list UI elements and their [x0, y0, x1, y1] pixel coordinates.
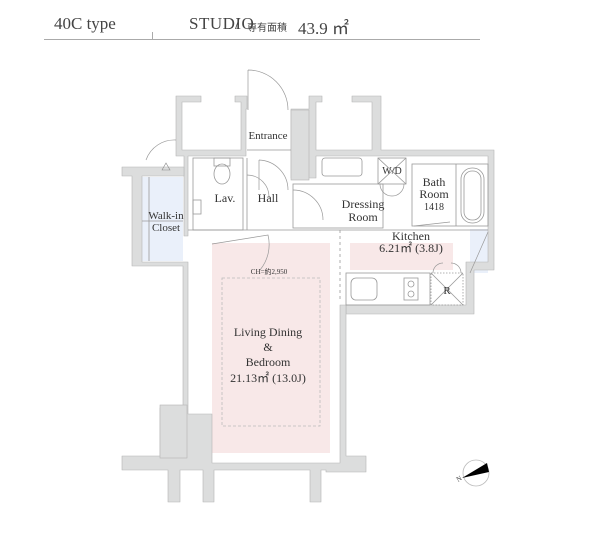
dressing-door — [292, 189, 324, 221]
living-label-3: Bedroom — [246, 355, 291, 369]
lav-door — [246, 174, 270, 199]
bathtub — [460, 167, 485, 224]
wd-door — [379, 183, 405, 197]
wd-box — [377, 157, 407, 185]
closet-side-diag — [469, 231, 489, 274]
entrance-label: Entrance — [248, 130, 287, 142]
dressing-label-2: Room — [348, 210, 378, 224]
dressing-room — [292, 183, 384, 229]
living-area-fill — [212, 243, 330, 453]
kitchen-area-fill — [350, 243, 453, 270]
stove — [403, 277, 419, 301]
layout-type: STUDIO — [189, 14, 255, 33]
header-divider — [152, 32, 153, 39]
hatch-marker-icon — [161, 162, 171, 171]
wall-top-right — [290, 95, 495, 315]
room-labels: Entrance Lav. Hall Walk-in Closet Dressi… — [148, 130, 451, 385]
fridge-x2 — [430, 272, 464, 306]
fridge-door — [432, 262, 462, 274]
doors — [145, 69, 489, 274]
wd-label: W/D — [382, 166, 401, 177]
living-door — [211, 234, 270, 271]
header-rule — [44, 39, 480, 40]
wall-entrance-column — [290, 109, 310, 181]
compass: N — [455, 459, 490, 487]
room-fills — [142, 177, 488, 453]
column-lower-left — [159, 404, 188, 459]
living-label-2: & — [263, 340, 273, 354]
bath-door — [413, 221, 451, 227]
hall-label: Hall — [258, 191, 279, 205]
bath-label-1: Bath — [423, 175, 446, 189]
fridge-label: R — [443, 285, 451, 297]
dressing-sink — [321, 157, 363, 177]
unit-type: 40C type — [54, 14, 116, 33]
bathtub-inner — [463, 170, 482, 221]
compass-north-label: N — [455, 474, 463, 483]
walls — [121, 95, 495, 503]
partitions — [142, 149, 489, 427]
compass-needle-icon — [462, 463, 489, 478]
living-label-1: Living Dining — [234, 325, 302, 339]
bath-label-2: Room — [419, 187, 449, 201]
kitchen-label-2: 6.21㎡ (3.8J) — [379, 241, 443, 255]
lav-sink — [192, 199, 202, 215]
burner-2 — [407, 290, 415, 298]
fridge-box — [430, 272, 464, 306]
wall-top-left — [175, 95, 248, 237]
kitchen-label-1: Kitchen — [392, 229, 430, 243]
ceiling-dash — [221, 277, 321, 427]
burner-1 — [407, 280, 415, 288]
closet-label-1: Walk-in — [148, 210, 184, 222]
closet-door — [145, 139, 177, 161]
wd-x2 — [377, 157, 407, 185]
entrance-door — [247, 69, 289, 111]
toilet-tank — [213, 157, 231, 167]
lav-label: Lav. — [215, 191, 236, 205]
living-label-4: 21.13㎡ (13.0J) — [230, 371, 306, 385]
bath-label-3: 1418 — [424, 202, 444, 213]
dressing-label-1: Dressing — [342, 197, 385, 211]
bath-room — [411, 163, 489, 227]
toilet-bowl — [213, 163, 231, 185]
kitchen-counter — [345, 272, 431, 306]
closet-label-2: Closet — [152, 222, 180, 234]
hall-door — [258, 159, 289, 191]
header-separator: / — [235, 14, 240, 33]
ceiling-height: CH=約2,950 — [251, 267, 288, 276]
sink — [350, 277, 378, 301]
area-value: 43.9 ㎡ — [298, 19, 349, 38]
plan-header: 40C type STUDIO / 専有面積 43.9 ㎡ — [0, 0, 600, 45]
area-label: 専有面積 — [247, 23, 287, 34]
